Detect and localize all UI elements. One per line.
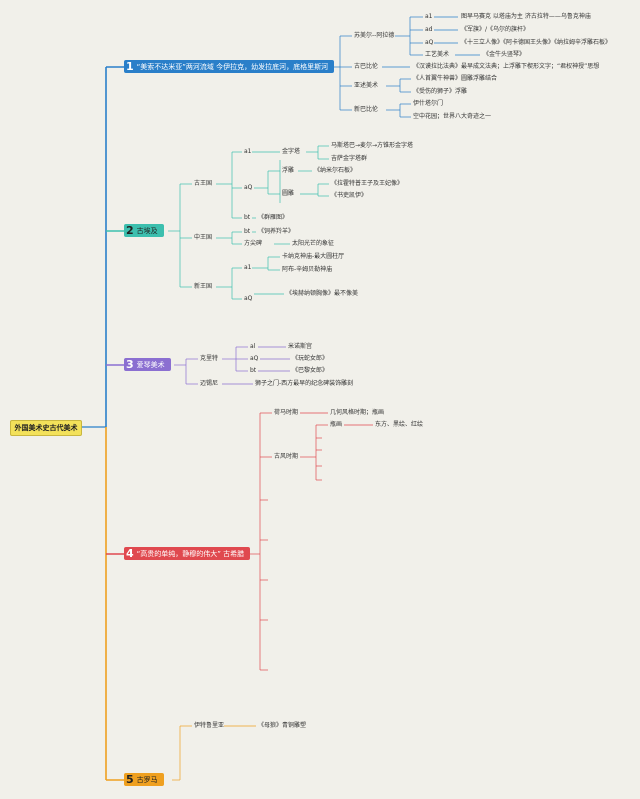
node-pyramid: 金字塔 [282, 148, 301, 155]
node-label: al [250, 343, 256, 350]
node-label: a1 [425, 13, 433, 20]
node-label: ad [425, 26, 433, 33]
node-text: 《群雁图》 [258, 214, 289, 221]
branch-label: 爱琴美术 [136, 361, 165, 369]
branch-label: 古罗马 [136, 776, 158, 784]
node-label: aQ [244, 184, 253, 191]
node-text: 《受伤的狮子》浮雕 [413, 88, 468, 95]
node-text: 《军旗》/《乌尔的旗杆》 [461, 26, 530, 33]
node-old-kingdom: 古王国 [194, 180, 213, 187]
node-label: aQ [425, 39, 434, 46]
node-label: a1 [244, 148, 252, 155]
branch-number: 1 [126, 60, 134, 73]
branch-number: 5 [126, 773, 134, 786]
node-label: aQ [250, 355, 259, 362]
node-etruria: 伊特鲁里亚 [194, 722, 225, 729]
node-text: 《十三立人像》《阿卡德国王头像》《纳拉姆辛浮雕石板》 [461, 39, 612, 46]
node-archaic: 古风时期 [274, 453, 299, 460]
branch-label: “高贵的单纯，静穆的伟大” 古希腊 [136, 550, 245, 558]
node-homeric: 荷马时期 [274, 409, 299, 416]
node-text: 《人首翼牛神兽》圆雕浮雕结合 [413, 75, 498, 82]
node-vase: 瓶画 [330, 421, 343, 428]
root-node: 外国美术史古代美术 [10, 420, 82, 436]
node-text: 东方、黑绘、红绘 [375, 421, 424, 428]
node-text: 卡纳克神庙-最大圆柱厅 [282, 253, 345, 260]
node-obelisk: 方尖碑 [244, 240, 263, 247]
node-text: 米诺斯宫 [288, 343, 313, 350]
node-middle-kingdom: 中王国 [194, 234, 213, 241]
node-text: 阿布-辛姆贝勒神庙 [282, 266, 333, 273]
node-text: 《金牛头竖琴》 [483, 51, 526, 58]
node-round-sculpture: 圆雕 [282, 190, 295, 197]
node-new-babylon: 新巴比伦 [354, 106, 379, 113]
node-assyria: 亚述美术 [354, 82, 379, 89]
node-label: bt [244, 214, 251, 221]
node-label: bt [244, 228, 251, 235]
branch-number: 3 [126, 358, 134, 371]
node-text: 《巴黎女郎》 [292, 367, 329, 374]
node-text: 伊什塔尔门 [413, 100, 444, 107]
node-text: 狮子之门-西方最早的纪念碑装饰雕刻 [255, 380, 354, 387]
node-label: aQ [244, 295, 253, 302]
node-babylon: 古巴比伦 [354, 63, 379, 70]
node-label: bt [250, 367, 257, 374]
branch-label: “美索不达米亚”两河流域 今伊拉克，幼发拉底河，底格里斯河 [136, 63, 329, 71]
node-text: 图早马赛克 以塔庙为主 济古拉特——乌鲁克神庙 [461, 13, 591, 20]
node-mycenae: 迈锡尼 [200, 380, 219, 387]
node-text: 《玩蛇女郎》 [292, 355, 329, 362]
node-text: 太阳光芒的象征 [292, 240, 335, 247]
node-text: 马斯塔巴→麦尔→方锥形金字塔 [331, 142, 414, 149]
branch-label: 古埃及 [136, 227, 158, 235]
node-text: 《埃赫纳顿胸像》最不像美 [286, 290, 359, 297]
node-text: 几何风格时期；瓶画 [330, 409, 385, 416]
node-new-kingdom: 新王国 [194, 283, 213, 290]
node-text: 《纳米尔石板》 [314, 167, 357, 174]
node-sumer: 苏美尔--阿拉德 [354, 32, 395, 39]
node-text: 《饲养羚羊》 [258, 228, 295, 235]
node-label: a1 [244, 264, 252, 271]
node-text: 《拉霍特普王子及王妃像》 [331, 180, 404, 187]
node-crete: 克里特 [200, 355, 219, 362]
node-text: 《母狼》青铜雕塑 [258, 722, 307, 729]
branch-mesopotamia: 1“美索不达米亚”两河流域 今伊拉克，幼发拉底河，底格里斯河 [124, 60, 335, 73]
node-text: 《书吏凯伊》 [331, 192, 368, 199]
node-text: 《汉谟拉比法典》最早成文法典；上浮雕下楔形文字；“君权神授”思想 [413, 63, 600, 70]
node-text: 空中花园；世界八大奇迹之一 [413, 113, 492, 120]
branch-greece: 4“高贵的单纯，静穆的伟大” 古希腊 [124, 547, 251, 560]
node-relief: 浮雕 [282, 167, 295, 174]
branch-number: 4 [126, 547, 134, 560]
node-text: 吉萨金字塔群 [331, 155, 368, 162]
branch-number: 2 [126, 224, 134, 237]
node-craft: 工艺美术 [425, 51, 450, 58]
